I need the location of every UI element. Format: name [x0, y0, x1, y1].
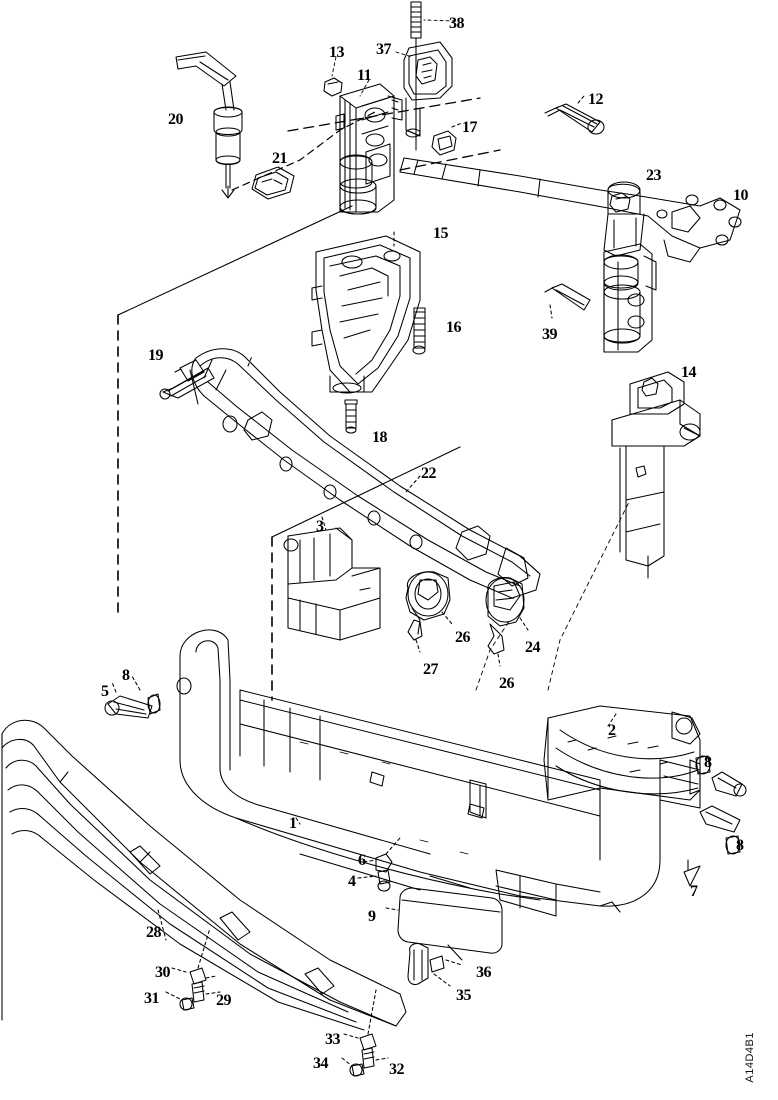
arrow-20 — [221, 185, 235, 199]
callout-8c[interactable]: 8 — [736, 837, 744, 854]
callout-21[interactable]: 21 — [272, 150, 288, 167]
callout-4[interactable]: 4 — [348, 873, 356, 890]
callout-35[interactable]: 35 — [456, 987, 472, 1004]
bumper-front-face — [235, 817, 621, 913]
callout-6[interactable]: 6 — [358, 852, 366, 869]
part-37-bracket — [403, 41, 453, 138]
group-boundary — [117, 314, 273, 701]
callout-33[interactable]: 33 — [325, 1031, 341, 1048]
callout-26b[interactable]: 26 — [499, 675, 515, 692]
callout-27[interactable]: 27 — [423, 661, 439, 678]
leader-2-up — [475, 499, 631, 691]
part-27-isolator — [405, 571, 453, 653]
part-15-support — [311, 231, 421, 394]
callout-13[interactable]: 13 — [329, 44, 345, 61]
callout-20[interactable]: 20 — [168, 111, 184, 128]
part-22-crossmember — [189, 348, 541, 599]
callout-16[interactable]: 16 — [446, 319, 462, 336]
assembly-axis-main — [287, 97, 501, 171]
callout-9[interactable]: 9 — [368, 908, 376, 925]
callout-19[interactable]: 19 — [148, 347, 164, 364]
part-3-bracket — [283, 516, 381, 641]
part-24-isolator — [485, 577, 529, 667]
part-21-plate — [251, 166, 295, 200]
part-20-cylinder — [175, 51, 243, 189]
callout-34[interactable]: 34 — [313, 1055, 329, 1072]
callout-10[interactable]: 10 — [733, 187, 749, 204]
part-33-34-32 — [341, 989, 389, 1077]
part-9-plate — [385, 887, 503, 954]
callout-7[interactable]: 7 — [690, 883, 698, 900]
part-16-bolt — [412, 307, 426, 355]
part-14-bracket — [611, 371, 701, 579]
part-11-tower — [335, 83, 403, 215]
part-19-bolt — [159, 359, 215, 400]
part-18-bolt — [344, 399, 358, 434]
callout-39[interactable]: 39 — [542, 326, 558, 343]
callout-18[interactable]: 18 — [372, 429, 388, 446]
callout-14[interactable]: 14 — [681, 364, 697, 381]
part-35-36-clips — [407, 942, 463, 987]
group-boundary-solid — [117, 205, 461, 538]
callout-17[interactable]: 17 — [462, 119, 478, 136]
callout-30[interactable]: 30 — [155, 964, 171, 981]
assembly-axis-20-21 — [231, 111, 376, 191]
part-28-bumper-cover — [1, 719, 407, 1031]
part-30-31-29 — [157, 909, 221, 1011]
part-7-arrow — [683, 859, 701, 887]
callout-37[interactable]: 37 — [376, 41, 392, 58]
callout-28[interactable]: 28 — [146, 924, 162, 941]
callout-32[interactable]: 32 — [389, 1061, 405, 1078]
leader-lines-top — [331, 19, 456, 97]
part-8-washers-right — [695, 755, 747, 855]
bumper-detail-marks — [299, 741, 469, 855]
part-17-bushing — [431, 122, 463, 156]
part-1-reinforcement — [176, 629, 701, 917]
callout-11[interactable]: 11 — [357, 67, 372, 84]
part-right-tower — [603, 243, 657, 353]
part-cross-beam-upper — [399, 157, 742, 263]
part-12-bolt — [544, 95, 605, 135]
callout-2[interactable]: 2 — [608, 722, 616, 739]
callout-3[interactable]: 3 — [316, 518, 324, 535]
part-5-bolt — [104, 675, 161, 719]
callout-23[interactable]: 23 — [646, 167, 662, 184]
callout-22[interactable]: 22 — [421, 465, 437, 482]
callout-8b[interactable]: 8 — [704, 754, 712, 771]
callout-36[interactable]: 36 — [476, 964, 492, 981]
diagram-watermark: A14D4B1 — [744, 1032, 756, 1083]
callout-29[interactable]: 29 — [216, 992, 232, 1009]
callout-15[interactable]: 15 — [433, 225, 449, 242]
callout-8[interactable]: 8 — [122, 667, 130, 684]
callout-12[interactable]: 12 — [588, 91, 604, 108]
part-39-bolt — [544, 283, 591, 319]
callout-5[interactable]: 5 — [101, 683, 109, 700]
callout-38[interactable]: 38 — [449, 15, 465, 32]
callout-26[interactable]: 26 — [455, 629, 471, 646]
callout-31[interactable]: 31 — [144, 990, 160, 1007]
callout-24[interactable]: 24 — [525, 639, 541, 656]
part-13-nut — [323, 77, 343, 97]
callout-1[interactable]: 1 — [289, 815, 297, 832]
part-2-lower-bar — [543, 705, 701, 801]
